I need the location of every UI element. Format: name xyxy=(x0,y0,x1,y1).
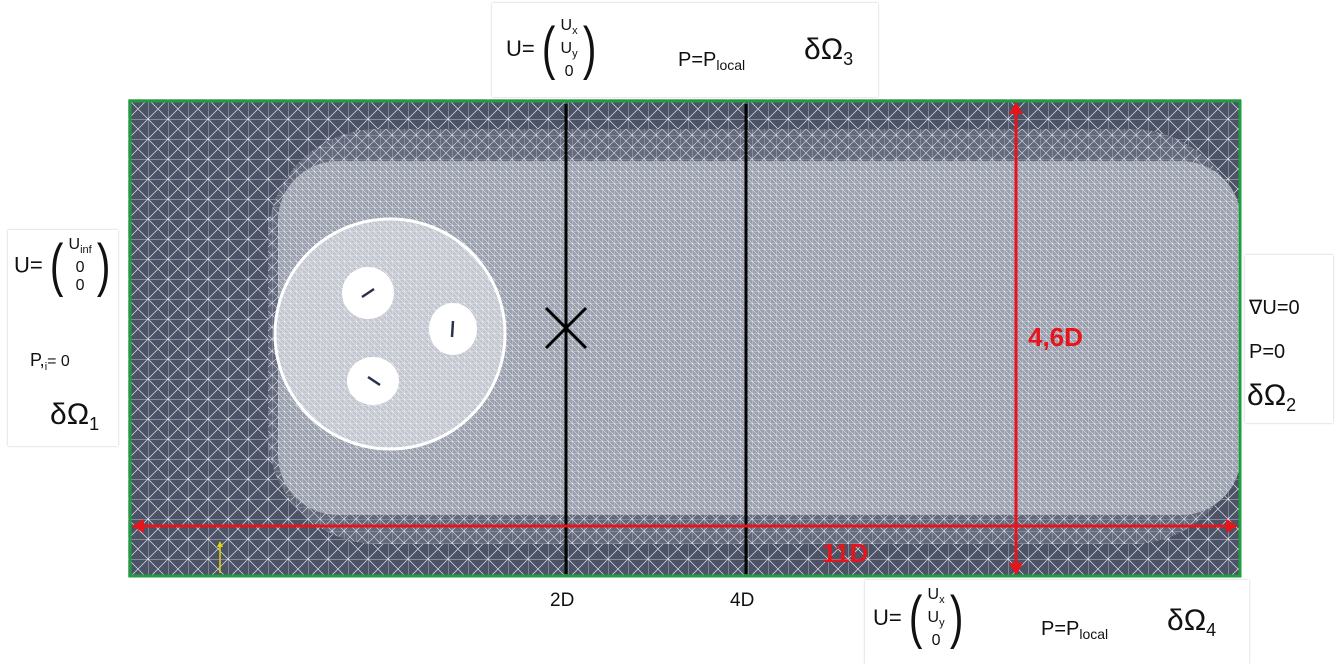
top-u-lhs: U= xyxy=(506,36,535,61)
rotor-zone-mesh xyxy=(275,219,505,449)
inlet-pressure: P,i= 0 xyxy=(30,350,70,373)
length-dimension-label: 11D xyxy=(822,538,869,568)
top-boundary-name: δΩ3 xyxy=(804,33,854,69)
domain-border xyxy=(128,99,1242,578)
outlet-boundary-name: δΩ2 xyxy=(1247,379,1297,415)
blade-3 xyxy=(367,375,381,387)
probe-label-2d: 2D xyxy=(550,590,575,611)
bottom-boundary-name: δΩ4 xyxy=(1167,604,1217,640)
probe-label-4d: 4D xyxy=(730,590,755,611)
mesh-svg xyxy=(128,99,1241,577)
outlet-gradient: ∇U=0 xyxy=(1249,297,1300,319)
height-dimension-arrow xyxy=(1009,102,1023,575)
top-boundary-label: U= ( Ux Uy 0 ) P=Plocal δΩ3 xyxy=(492,3,878,97)
fine-mesh-region xyxy=(278,161,1241,515)
inlet-boundary-label: U= ( Uinf 0 0 ) P,i= 0 δΩ1 xyxy=(8,230,118,446)
top-u-vector: ( Ux Uy 0 ) xyxy=(542,16,597,81)
blade-1 xyxy=(361,287,375,299)
top-pressure: P=Plocal xyxy=(678,49,746,73)
outlet-pressure: P=0 xyxy=(1249,341,1286,363)
height-dimension-label: 4,6D xyxy=(1028,322,1083,352)
inlet-boundary-name: δΩ1 xyxy=(50,398,100,434)
length-dimension-arrow xyxy=(132,519,1238,533)
bottom-pressure: P=Plocal xyxy=(1041,618,1109,642)
outlet-boundary-label: ∇U=0 P=0 δΩ2 xyxy=(1245,255,1333,423)
rotor-zone-interface xyxy=(273,217,507,451)
bottom-u-vector: ( Ux Uy 0 ) xyxy=(909,585,964,650)
bottom-u-lhs: U= xyxy=(873,605,902,630)
bottom-boundary-label: U= ( Ux Uy 0 ) P=Plocal δΩ4 xyxy=(865,580,1249,664)
inlet-u-lhs: U= xyxy=(14,252,43,278)
inlet-u-vector: ( Uinf 0 0 ) xyxy=(50,232,111,298)
mesh-domain xyxy=(128,99,1241,577)
blade-2 xyxy=(450,320,455,338)
